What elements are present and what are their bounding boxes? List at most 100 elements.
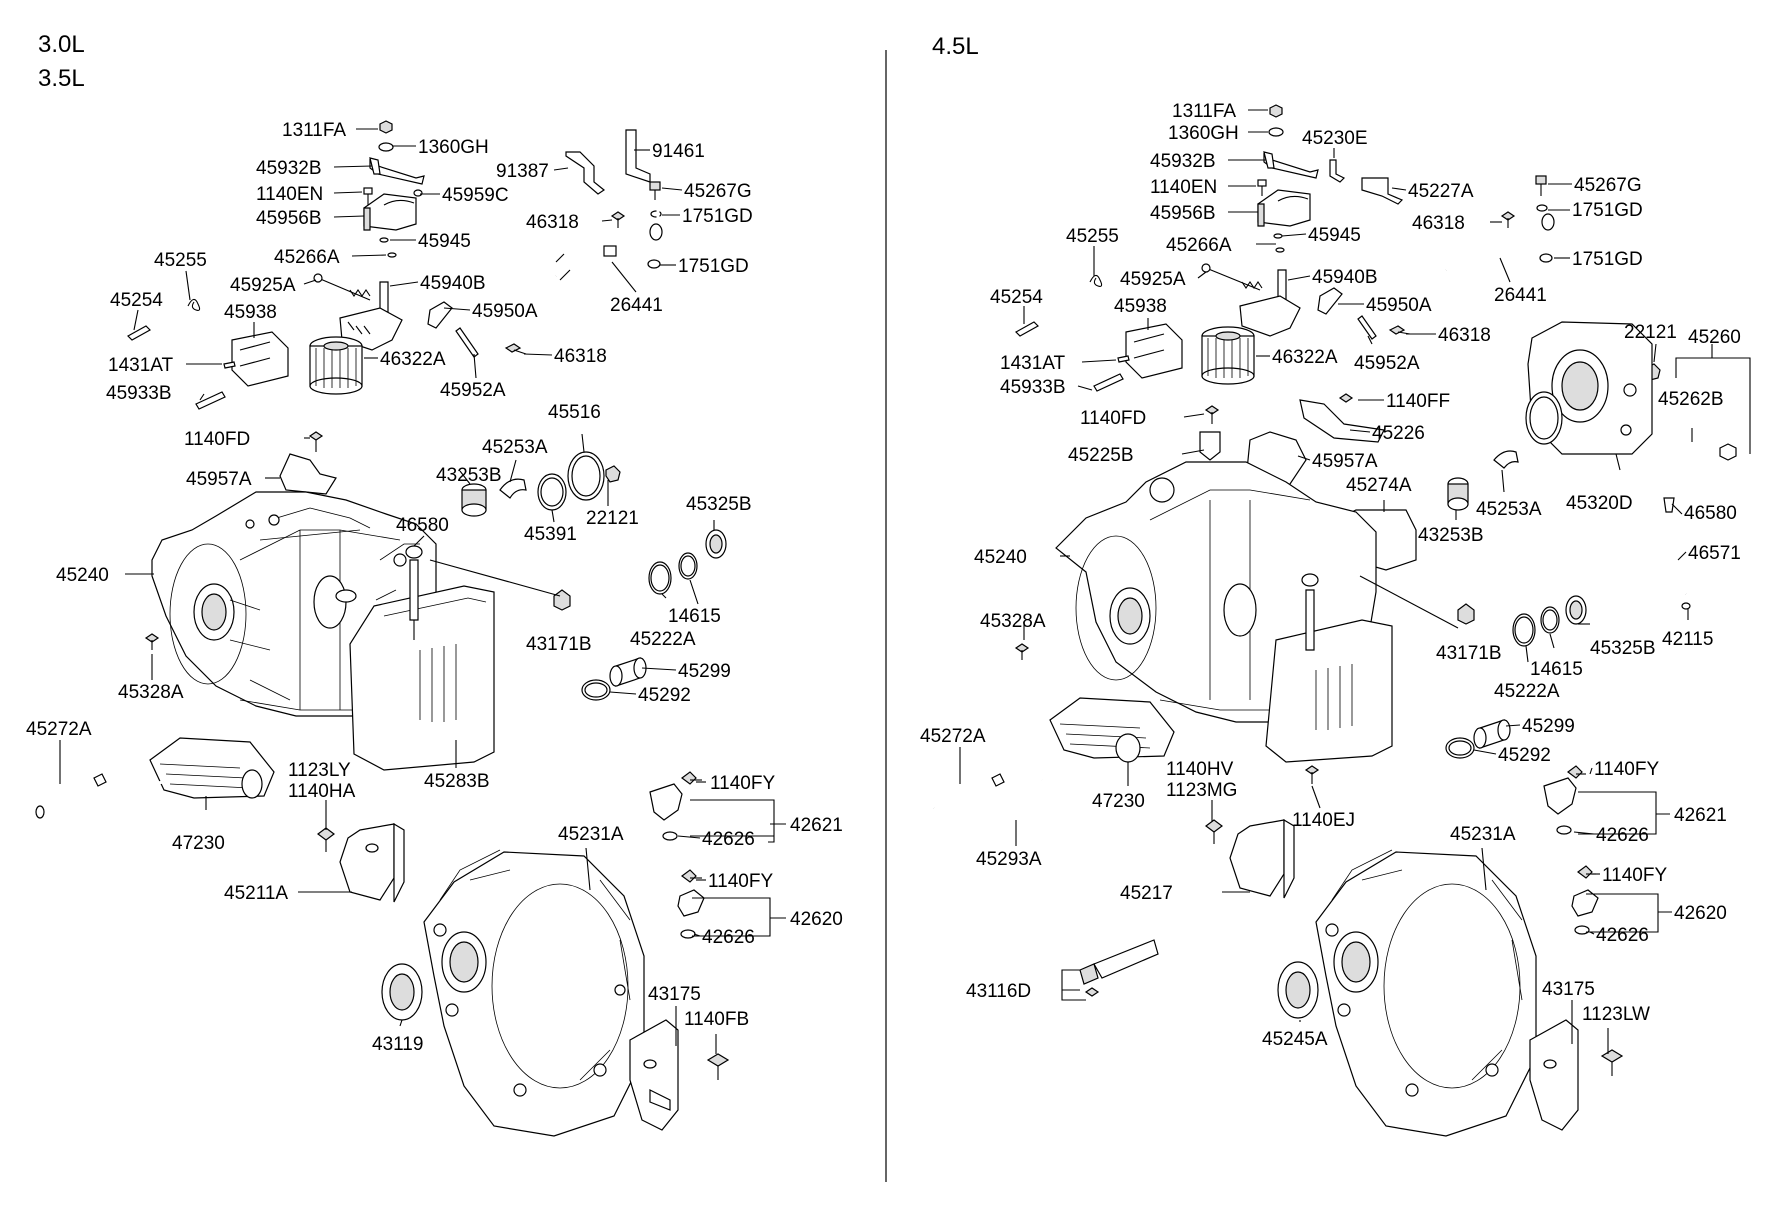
- part-label: 45391: [524, 524, 577, 545]
- part-label: 42626: [1596, 825, 1649, 846]
- part-label: 1751GD: [682, 206, 753, 227]
- left-part-labels: 1311FA 1360GH 45932B 1140EN 45959C 45956…: [26, 120, 843, 1055]
- part-label: 45938: [1114, 296, 1167, 317]
- part-label: 1140FY: [1602, 865, 1667, 886]
- right-part-labels: 1311FA 1360GH 45230E 45932B 1140EN 45227…: [920, 101, 1741, 1050]
- part-label: 45325B: [1590, 638, 1656, 659]
- part-label: 22121: [586, 508, 639, 529]
- part-label: 43253B: [1418, 525, 1484, 546]
- part-label: 1140HV: [1166, 759, 1234, 780]
- part-label: 45938: [224, 302, 277, 323]
- part-label: 43116D: [966, 981, 1031, 1002]
- part-label: 45292: [638, 685, 691, 706]
- part-label: 1123MG: [1166, 780, 1237, 801]
- part-label: 47230: [1092, 791, 1145, 812]
- part-label: 45299: [1522, 716, 1575, 737]
- part-label: 1140FF: [1386, 391, 1450, 412]
- part-label: 1140FY: [710, 773, 775, 794]
- part-label: 1431AT: [108, 355, 174, 376]
- part-label: 45245A: [1262, 1029, 1328, 1050]
- part-label: 45225B: [1068, 445, 1134, 466]
- part-label: 45266A: [1166, 235, 1232, 256]
- part-label: 45267G: [1574, 175, 1642, 196]
- engine-label-3-5l: 3.5L: [38, 65, 85, 92]
- part-label: 45932B: [256, 158, 322, 179]
- part-label: 45293A: [976, 849, 1042, 870]
- part-label: 43175: [648, 984, 701, 1005]
- part-label: 22121: [1624, 322, 1677, 343]
- part-label: 45952A: [440, 380, 506, 401]
- part-label: 42620: [790, 909, 843, 930]
- right-leader-lines: [959, 109, 1751, 1054]
- part-label: 43171B: [526, 634, 592, 655]
- part-label: 45283B: [424, 771, 490, 792]
- part-label: 45226: [1372, 423, 1425, 444]
- part-label: 1140FB: [684, 1009, 749, 1030]
- part-label: 45957A: [186, 469, 252, 490]
- part-label: 45266A: [274, 247, 340, 268]
- part-label: 45933B: [1000, 377, 1066, 398]
- part-label: 1140EJ: [1292, 810, 1355, 831]
- part-label: 45240: [974, 547, 1027, 568]
- part-label: 45222A: [630, 629, 696, 650]
- part-label: 45945: [1308, 225, 1361, 246]
- part-label: 45325B: [686, 494, 752, 515]
- part-label: 43171B: [1436, 643, 1502, 664]
- engine-label-3-0l: 3.0L: [38, 31, 85, 58]
- part-label: 45320D: [1566, 493, 1633, 514]
- part-label: 45255: [1066, 226, 1119, 247]
- part-label: 45940B: [1312, 267, 1378, 288]
- part-label: 42626: [1596, 925, 1649, 946]
- part-label: 14615: [1530, 659, 1583, 680]
- part-label: 45956B: [256, 208, 322, 229]
- part-label: 46318: [554, 346, 607, 367]
- part-label: 45945: [418, 231, 471, 252]
- part-label: 45956B: [1150, 203, 1216, 224]
- part-label: 1751GD: [1572, 249, 1643, 270]
- part-label: 47230: [172, 833, 225, 854]
- part-label: 45253A: [1476, 499, 1542, 520]
- part-label: 45950A: [1366, 295, 1432, 316]
- part-label: 1360GH: [418, 137, 489, 158]
- part-label: 91387: [496, 161, 549, 182]
- part-label: 45253A: [482, 437, 548, 458]
- part-label: 42115: [1662, 629, 1713, 650]
- part-label: 46318: [1412, 213, 1465, 234]
- part-label: 45231A: [1450, 824, 1516, 845]
- part-label: 46580: [396, 515, 449, 536]
- part-label: 45231A: [558, 824, 624, 845]
- part-label: 1140FY: [708, 871, 773, 892]
- part-label: 46318: [1438, 325, 1491, 346]
- part-label: 26441: [1494, 285, 1547, 306]
- part-label: 45254: [990, 287, 1043, 308]
- part-label: 14615: [668, 606, 721, 627]
- part-label: 1140EN: [256, 184, 323, 205]
- part-label: 43253B: [436, 465, 502, 486]
- part-label: 45950A: [472, 301, 538, 322]
- part-label: 45272A: [26, 719, 92, 740]
- part-label: 1751GD: [1572, 200, 1643, 221]
- part-label: 45274A: [1346, 475, 1412, 496]
- part-label: 1360GH: [1168, 123, 1239, 144]
- part-label: 45230E: [1302, 128, 1368, 149]
- part-label: 45328A: [118, 682, 184, 703]
- part-label: 1140HA: [288, 781, 356, 802]
- part-label: 1123LW: [1582, 1004, 1650, 1025]
- part-label: 45222A: [1494, 681, 1560, 702]
- part-label: 45227A: [1408, 181, 1474, 202]
- part-label: 42621: [1674, 805, 1727, 826]
- part-label: 45299: [678, 661, 731, 682]
- part-label: 26441: [610, 295, 663, 316]
- part-label: 1140EN: [1150, 177, 1217, 198]
- part-label: 45932B: [1150, 151, 1216, 172]
- part-label: 45262B: [1658, 389, 1724, 410]
- part-label: 45925A: [1120, 269, 1186, 290]
- part-label: 45933B: [106, 383, 172, 404]
- part-label: 45267G: [684, 181, 752, 202]
- part-label: 45217: [1120, 883, 1173, 904]
- part-label: 1311FA: [282, 120, 346, 141]
- part-label: 45260: [1688, 327, 1741, 348]
- part-label: 43119: [372, 1034, 423, 1055]
- part-label: 1751GD: [678, 256, 749, 277]
